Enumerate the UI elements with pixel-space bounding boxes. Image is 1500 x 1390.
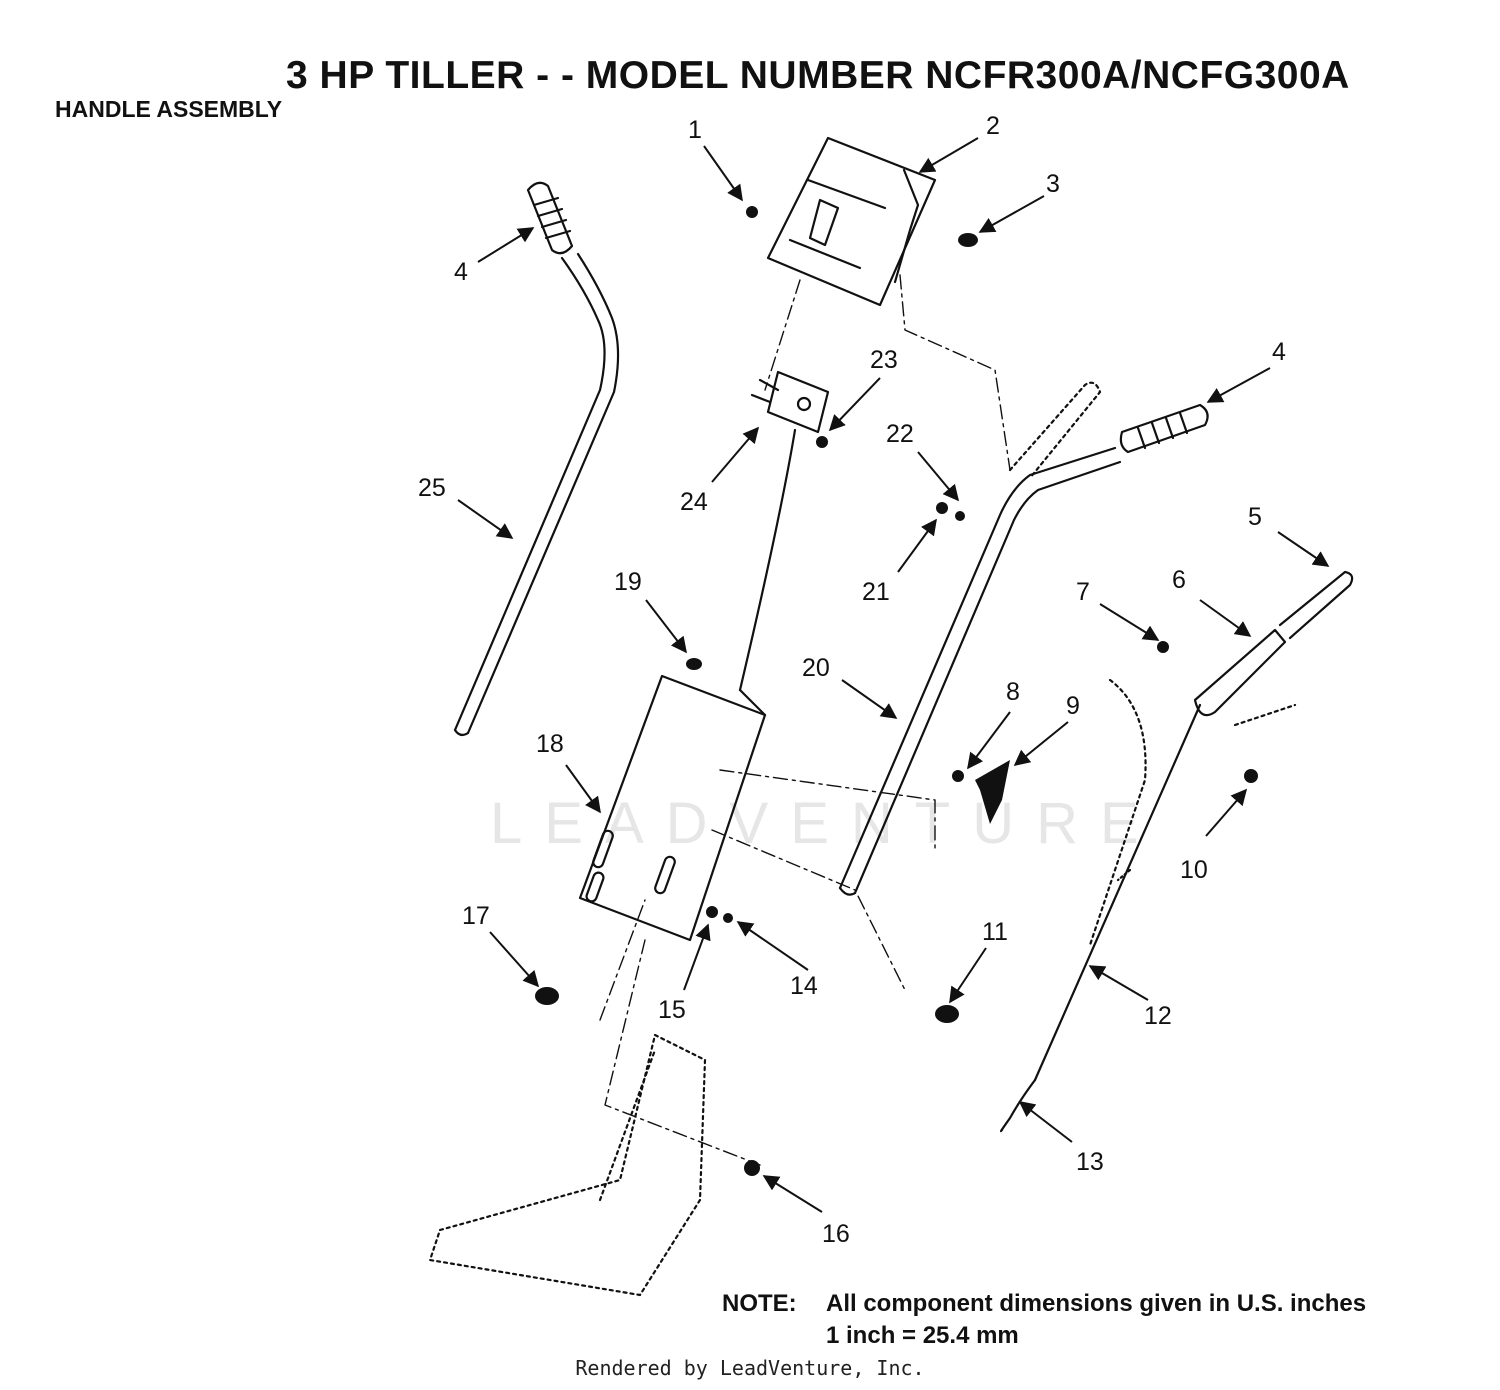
callout-arrow-18 <box>565 764 601 814</box>
callout-arrow-7 <box>1099 603 1160 641</box>
callout-10: 10 <box>1180 856 1208 884</box>
callout-14: 14 <box>790 972 818 1000</box>
callout-arrow-4-left <box>477 227 535 263</box>
callout-23: 23 <box>870 346 898 374</box>
right-grip <box>1119 403 1209 454</box>
callout-arrow-12 <box>1088 965 1149 1001</box>
callout-7: 7 <box>1076 578 1090 606</box>
callout-arrow-16 <box>762 1175 823 1213</box>
throttle-control <box>738 370 830 692</box>
callout-arrow-14 <box>736 921 809 971</box>
callout-13: 13 <box>1076 1148 1104 1176</box>
clutch-lever <box>1193 570 1354 717</box>
callout-arrow-25 <box>457 499 514 539</box>
callout-arrow-8 <box>967 711 1011 770</box>
left-grip <box>526 181 574 255</box>
callout-arrow-3 <box>978 195 1045 233</box>
control-cable <box>999 703 1202 1133</box>
assembly-subtitle: HANDLE ASSEMBLY <box>55 96 283 122</box>
callout-arrow-20 <box>841 679 898 719</box>
callout-4-left: 4 <box>454 258 468 286</box>
callout-21: 21 <box>862 578 890 606</box>
callout-arrow-13 <box>1018 1101 1073 1143</box>
footer-credit: Rendered by LeadVenture, Inc. <box>575 1356 925 1380</box>
callout-arrow-24 <box>711 426 760 483</box>
tine-shield <box>428 1033 707 1297</box>
callout-2: 2 <box>986 112 1000 140</box>
callout-3: 3 <box>1046 170 1060 198</box>
control-panel <box>766 136 937 307</box>
callout-19: 19 <box>614 568 642 596</box>
note-line1: All component dimensions given in U.S. i… <box>826 1290 1367 1317</box>
callout-arrow-2 <box>918 137 979 173</box>
callout-12: 12 <box>1144 1002 1172 1030</box>
callout-arrow-22 <box>917 451 960 502</box>
callout-arrow-17 <box>489 931 540 988</box>
callout-20: 20 <box>802 654 830 682</box>
callout-25: 25 <box>418 474 446 502</box>
callout-16: 16 <box>822 1220 850 1248</box>
callout-arrow-9 <box>1013 721 1069 767</box>
note-line2: 1 inch = 25.4 mm <box>826 1322 1019 1349</box>
callout-arrow-5 <box>1277 531 1330 567</box>
callout-1: 1 <box>688 116 702 144</box>
right-handle-tube <box>838 446 1122 896</box>
left-handle-bar <box>453 252 620 737</box>
callout-arrow-10 <box>1205 788 1248 837</box>
callout-arrow-15 <box>683 923 711 991</box>
callout-24: 24 <box>680 488 708 516</box>
callout-arrow-19 <box>645 599 687 654</box>
callout-arrow-4-right <box>1206 367 1271 403</box>
note-label: NOTE: <box>722 1290 797 1317</box>
callout-5: 5 <box>1248 503 1262 531</box>
callout-6: 6 <box>1172 566 1186 594</box>
callout-arrow-6 <box>1199 599 1252 637</box>
callout-17: 17 <box>462 902 490 930</box>
page-title: 3 HP TILLER - - MODEL NUMBER NCFR300A/NC… <box>286 54 1350 97</box>
callout-arrow-11 <box>949 947 987 1004</box>
callout-22: 22 <box>886 420 914 448</box>
alt-clutch-rod <box>1088 678 1147 947</box>
callout-15: 15 <box>658 996 686 1024</box>
callout-18: 18 <box>536 730 564 758</box>
callout-8: 8 <box>1006 678 1020 706</box>
callout-9: 9 <box>1066 692 1080 720</box>
callout-arrow-1 <box>703 145 743 202</box>
callout-4-right: 4 <box>1272 338 1286 366</box>
handle-bracket <box>578 674 767 942</box>
callout-11: 11 <box>982 918 1008 946</box>
note: NOTE: All component dimensions given in U… <box>722 1290 1366 1318</box>
callout-arrow-21 <box>897 518 937 573</box>
alt-handle-position <box>1008 381 1102 480</box>
callout-arrow-23 <box>828 377 881 432</box>
